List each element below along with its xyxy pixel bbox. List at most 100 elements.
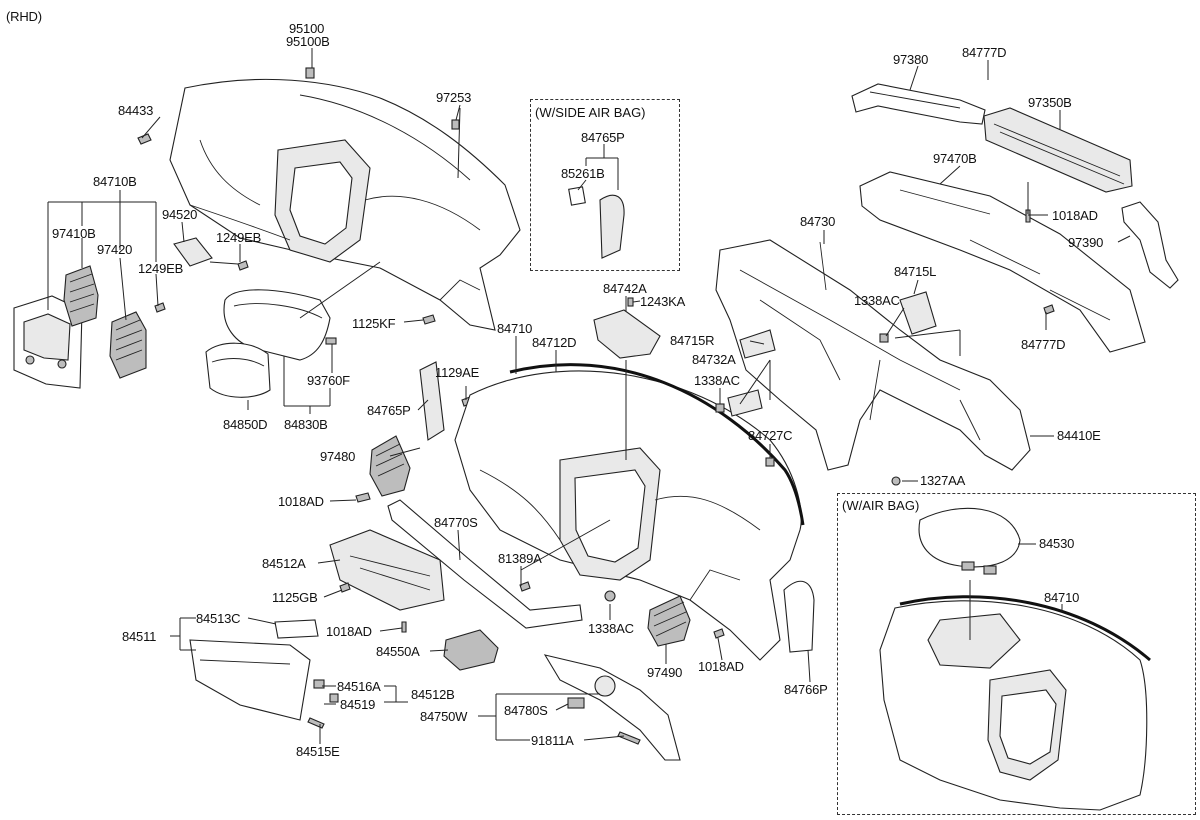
part-label: 97390 bbox=[1068, 235, 1104, 250]
part-label: 84765P bbox=[581, 130, 625, 145]
part-label: 84433 bbox=[118, 103, 154, 118]
part-label: 97480 bbox=[320, 449, 356, 464]
side-trim-84766P bbox=[783, 580, 815, 653]
cluster-housing bbox=[223, 289, 331, 361]
part-label: 1327AA bbox=[920, 473, 966, 488]
airbag-box bbox=[837, 493, 1196, 815]
part-label: 84732A bbox=[692, 352, 736, 367]
vent-97350B bbox=[983, 107, 1133, 193]
center-vent-left bbox=[63, 265, 99, 327]
label-84513C bbox=[274, 619, 319, 639]
airbag-module-84530 bbox=[918, 507, 1021, 575]
part-label: 84715R bbox=[670, 333, 715, 348]
steering-column-shroud bbox=[205, 342, 271, 398]
side-vent-97480 bbox=[369, 435, 411, 497]
corner-note: (RHD) bbox=[6, 9, 42, 24]
part-label: 84712D bbox=[532, 335, 577, 350]
part-label: 84770S bbox=[434, 515, 478, 530]
part-label: 97253 bbox=[436, 90, 472, 105]
part-label: 93760F bbox=[307, 373, 350, 388]
part-label: 1125GB bbox=[272, 590, 318, 605]
part-label: 84766P bbox=[784, 682, 828, 697]
part-label: 84550A bbox=[376, 644, 420, 659]
duct-97390 bbox=[1121, 201, 1179, 289]
part-label: 1018AD bbox=[326, 624, 372, 639]
part-label: 84830B bbox=[284, 417, 328, 432]
part-label: 97420 bbox=[97, 242, 133, 257]
trim-clip-84780S bbox=[567, 697, 585, 709]
part-label: 84742A bbox=[603, 281, 647, 296]
airbag-box-title: (W/AIR BAG) bbox=[842, 498, 920, 513]
main-crash-pad bbox=[454, 363, 805, 661]
part-label: 84710B bbox=[93, 174, 137, 189]
heater-control-panel bbox=[13, 295, 83, 389]
part-label: 1249EB bbox=[216, 230, 262, 245]
part-label: 84765P bbox=[367, 403, 411, 418]
part-label: 84777D bbox=[962, 45, 1007, 60]
part-label: 1129AE bbox=[435, 365, 480, 380]
part-label: 84511 bbox=[122, 629, 157, 644]
part-label: 1018AD bbox=[1052, 208, 1098, 223]
clip-93760F bbox=[325, 337, 337, 345]
part-label: 1338AC bbox=[694, 373, 740, 388]
part-label: 84513C bbox=[196, 611, 241, 626]
crash-pad-airbag-version bbox=[879, 595, 1151, 811]
part-label: 1125KF bbox=[352, 316, 396, 331]
part-label: 84516A bbox=[337, 679, 381, 694]
side-airbag-box bbox=[530, 99, 680, 271]
part-label: 1243KA bbox=[640, 294, 686, 309]
part-label: 84715L bbox=[894, 264, 937, 279]
part-label: 97350B bbox=[1028, 95, 1072, 110]
part-label: 84850D bbox=[223, 417, 268, 432]
part-label: 84410E bbox=[1057, 428, 1101, 443]
part-label: 84512B bbox=[411, 687, 455, 702]
side-vent-97490 bbox=[647, 595, 691, 647]
part-label: 97470B bbox=[933, 151, 977, 166]
glove-box-84511 bbox=[189, 639, 311, 721]
part-label: 81389A bbox=[498, 551, 542, 566]
part-label: 1018AD bbox=[698, 659, 744, 674]
part-label: 84780S bbox=[504, 703, 548, 718]
switch-panel-94520 bbox=[173, 237, 213, 267]
part-label: 84727C bbox=[748, 428, 793, 443]
part-label: 95100 bbox=[289, 21, 325, 36]
small-nuts-right bbox=[339, 209, 1055, 639]
part-label: 1018AD bbox=[278, 494, 324, 509]
part-label: 84519 bbox=[340, 697, 376, 712]
part-label: 84530 bbox=[1039, 536, 1075, 551]
connector-84550A bbox=[443, 629, 499, 671]
center-vent-right bbox=[109, 311, 147, 379]
part-label: 1338AC bbox=[588, 621, 634, 636]
part-label: 1249EB bbox=[138, 261, 184, 276]
part-label: 84512A bbox=[262, 556, 306, 571]
part-label: 84710 bbox=[1044, 590, 1080, 605]
part-label: 85261B bbox=[561, 166, 605, 181]
part-label: 84710 bbox=[497, 321, 533, 336]
brace-84770S bbox=[387, 499, 583, 629]
part-label: 1338AC bbox=[854, 293, 900, 308]
duct-97470B bbox=[859, 171, 1146, 353]
upper-crash-pad bbox=[169, 78, 521, 331]
part-label: 84515E bbox=[296, 744, 340, 759]
lower-trim-84750W bbox=[543, 654, 681, 761]
part-label: 84777D bbox=[1021, 337, 1066, 352]
duct-97380 bbox=[851, 83, 986, 125]
part-label: 95100B bbox=[286, 34, 330, 49]
part-label: 97380 bbox=[893, 52, 929, 67]
part-label: 97410B bbox=[52, 226, 96, 241]
part-label: 97490 bbox=[647, 665, 683, 680]
part-label: 91811A bbox=[531, 733, 574, 748]
fasteners-top bbox=[137, 67, 634, 407]
part-label: 84730 bbox=[800, 214, 836, 229]
screw-91811A bbox=[617, 731, 641, 745]
side-airbag-cover bbox=[568, 186, 625, 259]
glove-box-upper-84512A bbox=[329, 529, 445, 611]
part-label: 84750W bbox=[420, 709, 468, 724]
cover-84742A bbox=[593, 309, 661, 359]
side-airbag-box-title: (W/SIDE AIR BAG) bbox=[535, 105, 646, 120]
leader-lines bbox=[47, 48, 1131, 744]
dash-end-cap-84765P bbox=[419, 361, 445, 441]
part-label: 94520 bbox=[162, 207, 198, 222]
